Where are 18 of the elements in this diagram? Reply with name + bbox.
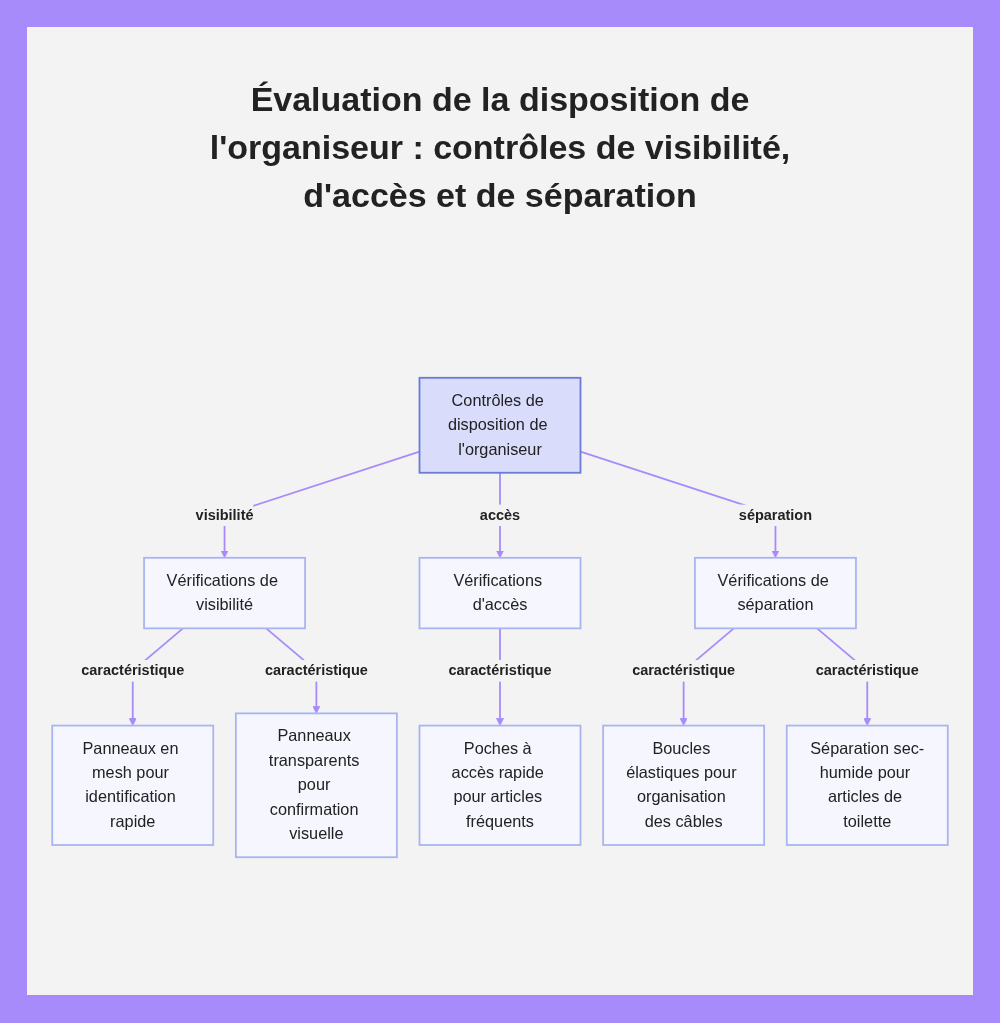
edge-label: accès <box>479 507 521 523</box>
edge-label: caractéristique <box>264 662 368 679</box>
edge-label: caractéristique <box>81 662 185 679</box>
edge-label: séparation <box>738 507 813 523</box>
edge-label: caractéristique <box>448 662 552 679</box>
node-box: Panneaux en mesh pour identification rapide <box>51 724 215 846</box>
edge-label: caractéristique <box>815 662 919 679</box>
node-box: Vérifications de séparation <box>694 556 857 630</box>
node-box: Boucles élastiques pour organisation des câbles <box>602 724 766 846</box>
edge-label: caractéristique <box>632 662 736 679</box>
edge-label: visibilité <box>195 507 254 523</box>
node-box: Poches à accès rapide pour articles fréquents <box>418 724 582 846</box>
node-box: Contrôles de disposition de l'organiseur <box>418 376 582 474</box>
node-box: Vérifications de visibilité <box>143 556 306 630</box>
node-box: Vérifications d'accès <box>418 556 582 630</box>
diagram-title: Évaluation de la disposition de l'organiseur : contrôles de visibilité, d'accès et de séparation <box>208 79 792 216</box>
node-box: Panneaux transparents pour confirmation visuelle <box>234 712 398 859</box>
node-box: Séparation sec-humide pour articles de toilette <box>785 724 949 846</box>
